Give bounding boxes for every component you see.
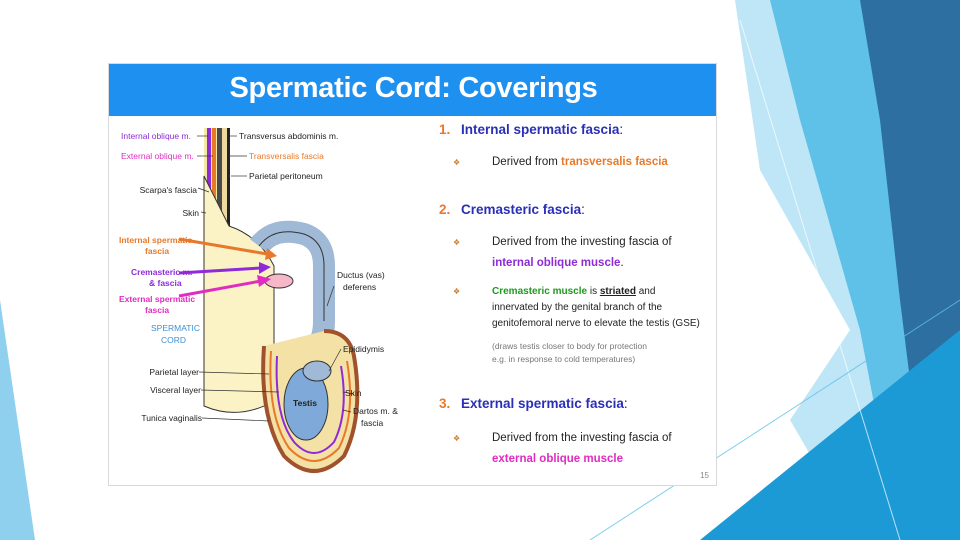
label-dartos-2: fascia (361, 418, 383, 428)
highlight-internal-oblique: internal oblique muscle (492, 257, 621, 269)
label-internal-oblique: Internal oblique m. (121, 131, 191, 141)
arrow-cremasteric (178, 266, 262, 275)
anatomy-diagram: Internal oblique m. External oblique m. … (119, 128, 398, 473)
note-line-2: e.g. in response to cold temperatures) (492, 354, 636, 364)
section-3-title: External spermatic fascia (461, 396, 624, 411)
label-epididymis: Epididymis (343, 344, 384, 354)
slide-card: Spermatic Cord: Coverings (108, 63, 717, 486)
bullet-text: genitofemoral nerve to elevate the testi… (492, 318, 700, 329)
bullet-text: Derived from the investing fascia of (492, 432, 672, 444)
note-line-1: (draws testis closer to body for protect… (492, 341, 647, 351)
highlight-striated: striated (599, 286, 636, 297)
label-cremasteric-2: & fascia (149, 278, 182, 288)
bullet-text: innervated by the genital branch of the (492, 302, 663, 313)
bullet-suffix: . (620, 257, 624, 269)
diamond-bullet-icon: ❖ (453, 238, 461, 247)
label-dartos-1: Dartos m. & (353, 406, 398, 416)
diamond-bullet-icon: ❖ (453, 287, 461, 296)
section-1-number: 1. (439, 122, 451, 137)
label-internal-spermatic-2: fascia (145, 246, 169, 256)
slide-title: Spermatic Cord: Coverings (229, 72, 598, 104)
label-external-spermatic-2: fascia (145, 305, 169, 315)
bullet-text: is (587, 286, 600, 297)
label-spermatic-cord-1: SPERMATIC (151, 323, 200, 333)
section-2-number: 2. (439, 202, 451, 217)
label-cremasteric-1: Cremasteric m. (131, 267, 192, 277)
label-transversalis: Transversalis fascia (249, 151, 324, 161)
label-ductus-2: deferens (343, 282, 376, 292)
bottom-right-shape (700, 330, 960, 540)
bullet-text: and (635, 286, 656, 297)
label-parietal-layer: Parietal layer (149, 367, 199, 377)
label-testis: Testis (293, 398, 317, 408)
label-spermatic-cord-2: CORD (161, 335, 186, 345)
section-3-heading: 3.External spermatic fascia: (439, 396, 628, 411)
label-transversus: Transversus abdominis m. (239, 131, 338, 141)
label-external-spermatic-1: External spermatic (119, 294, 195, 304)
highlight-transversalis: transversalis fascia (561, 156, 668, 168)
title-bar: Spermatic Cord: Coverings (109, 64, 716, 116)
label-skin-top: Skin (182, 208, 199, 218)
page-number: 15 (700, 471, 709, 480)
label-scarpas-fascia: Scarpa's fascia (140, 185, 198, 195)
bullet-text: Derived from the investing fascia of (492, 236, 672, 248)
highlight-external-oblique: external oblique muscle (492, 453, 624, 465)
section-2-title: Cremasteric fascia (461, 202, 582, 217)
label-tunica-vaginalis: Tunica vaginalis (141, 413, 202, 423)
section-2-note: (draws testis closer to body for protect… (492, 340, 647, 366)
epididymis-shape (302, 360, 332, 382)
label-skin-bottom: Skin (345, 388, 362, 398)
arrow-internal-spermatic (178, 237, 268, 256)
highlight-cremasteric-muscle: Cremasteric muscle (492, 286, 588, 297)
label-ductus-1: Ductus (vas) (337, 270, 385, 280)
label-internal-spermatic-1: Internal spermatic (119, 235, 192, 245)
label-parietal-peritoneum: Parietal peritoneum (249, 171, 323, 181)
arrow-external-spermatic (178, 279, 262, 298)
cremasteric-ring (264, 273, 294, 289)
diamond-bullet-icon: ❖ (453, 158, 461, 167)
section-3-number: 3. (439, 396, 451, 411)
section-1-heading: 1.Internal spermatic fascia: (439, 122, 624, 137)
bottom-left-shape (0, 300, 35, 540)
label-visceral-layer: Visceral layer (150, 385, 201, 395)
label-external-oblique: External oblique m. (121, 151, 194, 161)
diamond-bullet-icon: ❖ (453, 434, 461, 443)
section-1-title: Internal spermatic fascia (461, 122, 620, 137)
bullet-text: Derived from (492, 156, 562, 168)
section-2-heading: 2.Cremasteric fascia: (439, 202, 585, 217)
